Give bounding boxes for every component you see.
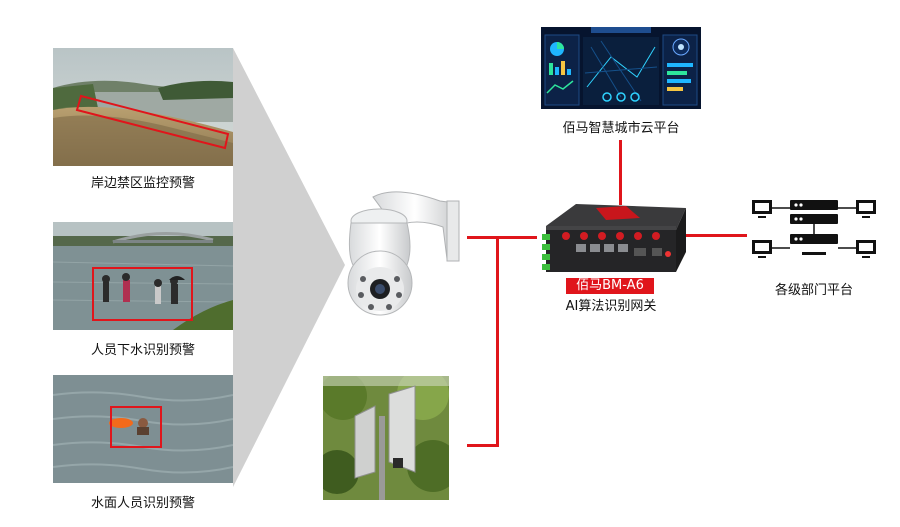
camera-to-gateway-line [467,236,537,239]
gateway-device [536,196,686,278]
departments-caption: 各级部门平台 [774,283,853,298]
gateway-description: AI算法识别网关 [565,299,657,314]
surface-person-photo [53,375,233,483]
horn-speaker-photo [323,376,449,500]
gateway-model-label: 佰马BM-A6 [566,278,654,294]
cloud-platform-caption: 佰马智慧城市云平台 [562,121,680,136]
wading-photo [53,222,233,330]
departments-network-icon [748,194,880,266]
shore-zone-photo [53,48,233,166]
gateway-to-departments-line [683,234,747,237]
surface-person-caption: 水面人员识别预警 [90,496,195,511]
wading-caption: 人员下水识别预警 [90,343,195,358]
speaker-to-trunk-line [467,444,499,447]
trunk-vertical-line [496,236,499,447]
shore-zone-caption: 岸边禁区监控预警 [90,176,195,191]
cloud-platform-screen [541,27,701,109]
gateway-to-cloud-line [619,140,622,205]
ptz-dome-camera [335,183,465,323]
